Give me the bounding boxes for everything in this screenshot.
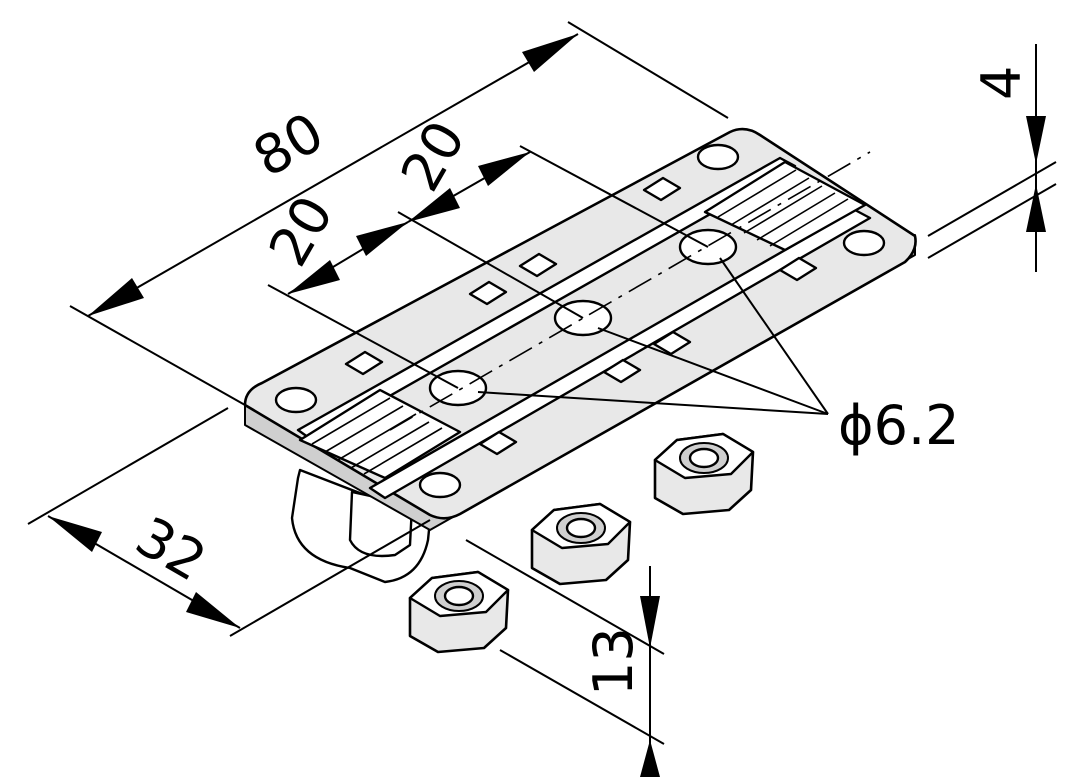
clamp-right bbox=[703, 160, 867, 252]
hex-nut-3 bbox=[653, 432, 755, 516]
dim-label-4: 4 bbox=[970, 66, 1033, 100]
hex-nut-1 bbox=[408, 570, 510, 654]
dim-label-32: 32 bbox=[126, 505, 217, 594]
dimension-hole-diameter: ϕ6.2 bbox=[477, 257, 960, 457]
dim-label-20-second: 20 bbox=[389, 110, 478, 201]
dimension-height: 13 bbox=[465, 539, 665, 777]
dim-label-13: 13 bbox=[582, 627, 645, 696]
dim-label-20-first: 20 bbox=[257, 185, 346, 276]
dim-label-80: 80 bbox=[243, 100, 334, 189]
dimension-thickness: 4 bbox=[927, 44, 1057, 272]
hex-nut-2 bbox=[530, 502, 632, 586]
dim-label-diameter: ϕ6.2 bbox=[838, 394, 960, 457]
